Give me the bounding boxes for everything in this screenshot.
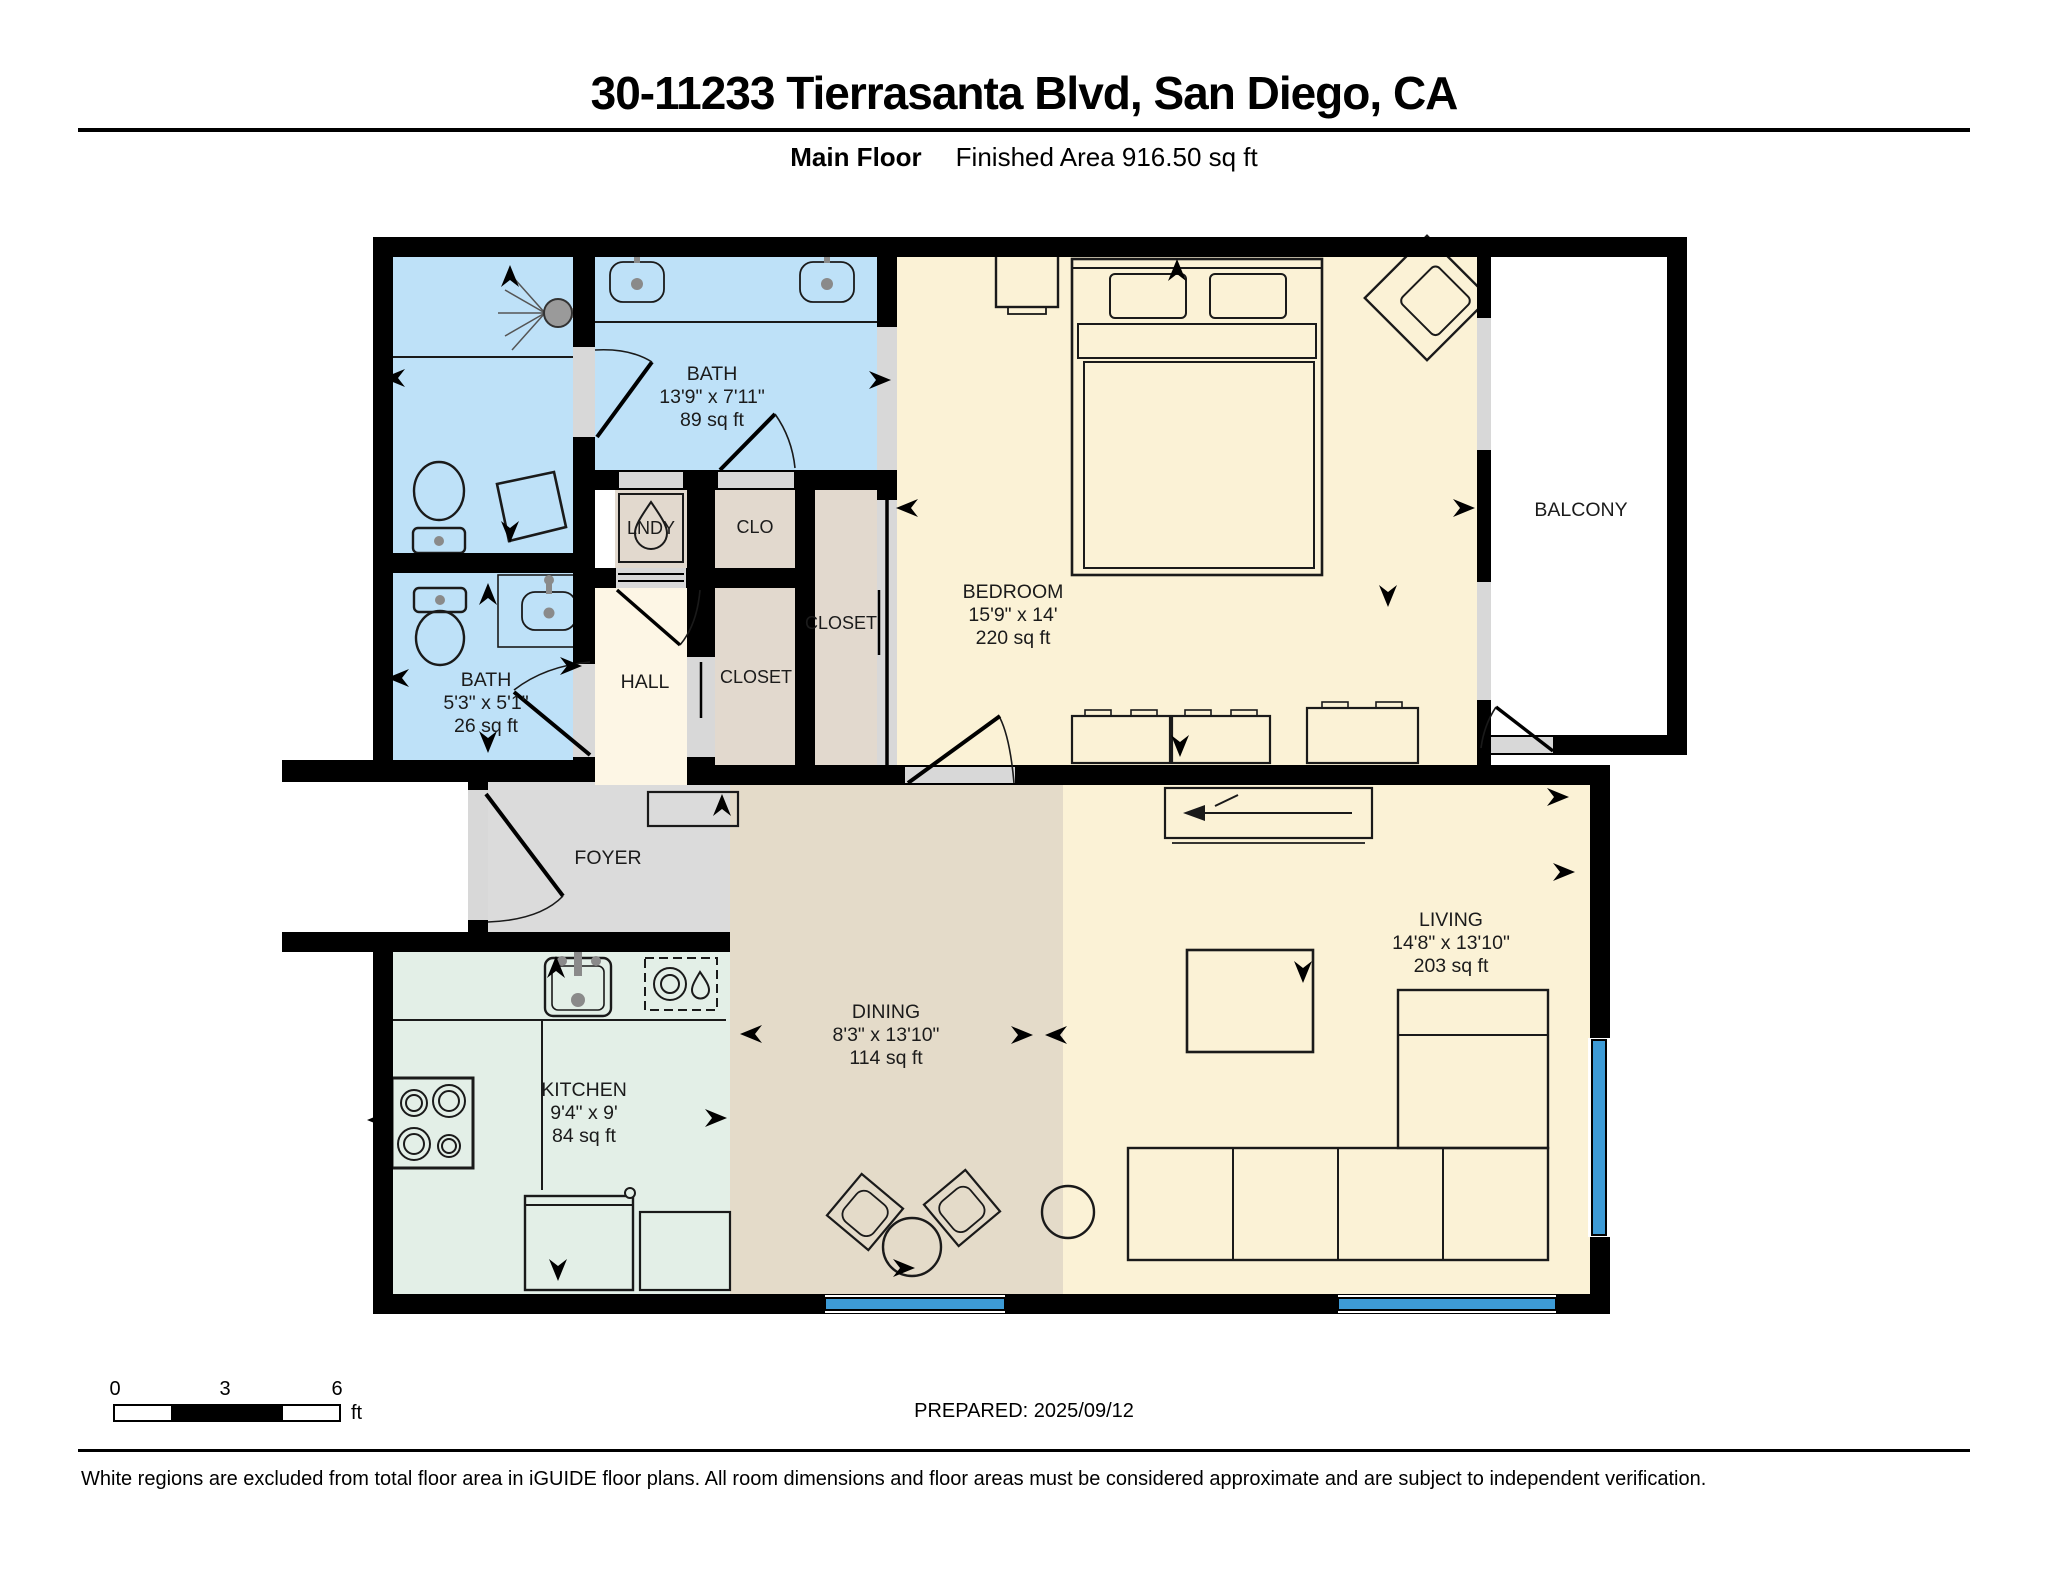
bath-small-door: [512, 661, 592, 757]
shower-pan-icon: [495, 470, 568, 543]
kitchen-cabinet: [638, 1210, 732, 1292]
svg-text:8'3" x 13'10": 8'3" x 13'10": [833, 1024, 940, 1046]
kitchen-counter: [393, 1019, 726, 1190]
label-clo: CLO: [736, 517, 773, 537]
svg-text:89 sq ft: 89 sq ft: [680, 409, 745, 431]
sectional-sofa: [1126, 988, 1550, 1262]
round-chair: [1040, 1184, 1096, 1240]
label-living: LIVING: [1419, 909, 1483, 931]
bed: [1070, 257, 1324, 577]
room-bedroom: [882, 257, 1477, 765]
disclaimer-text: White regions are excluded from total fl…: [81, 1468, 1707, 1490]
floor-name: Main Floor: [790, 142, 922, 172]
svg-text:203 sq ft: 203 sq ft: [1414, 955, 1489, 977]
hall-door: [615, 588, 701, 647]
corner-chair: [1363, 234, 1491, 362]
label-hall: HALL: [621, 671, 670, 693]
scale-3: 3: [219, 1378, 231, 1400]
room-foyer: [488, 782, 730, 934]
room-fills: [393, 257, 1667, 1294]
room-clo: [715, 490, 795, 568]
svg-text:14'8" x 13'10": 14'8" x 13'10": [1392, 932, 1510, 954]
page-title: 30-11233 Tierrasanta Blvd, San Diego, CA: [590, 67, 1459, 119]
svg-text:13'9" x 7'11": 13'9" x 7'11": [659, 386, 765, 408]
room-labels: BATH 13'9" x 7'11" 89 sq ft BATH 5'3" x …: [443, 363, 1627, 1147]
label-bath-main: BATH: [687, 363, 738, 385]
label-laundry: LNDY: [627, 518, 675, 538]
room-living: [1063, 785, 1590, 1294]
stove-icon: [390, 1076, 475, 1170]
dining-chair: [922, 1168, 1002, 1248]
prepared-date: PREPARED: 2025/09/12: [914, 1400, 1134, 1422]
dishwasher-icon: [644, 957, 718, 1011]
clo-door: [718, 412, 796, 472]
room-closet-hall: [715, 588, 795, 765]
footer-rule: [78, 1449, 1970, 1452]
toilet-icon: [412, 586, 468, 667]
laundry-droplet-icon: [633, 500, 669, 550]
scale-6: 6: [331, 1378, 343, 1400]
label-dining: DINING: [852, 1001, 920, 1023]
room-shower-area: [393, 257, 573, 553]
shower-head-icon: [498, 275, 582, 351]
label-closet-bedroom: CLOSET: [805, 613, 877, 633]
room-bath-small: [393, 573, 573, 760]
label-bedroom: BEDROOM: [963, 581, 1064, 603]
room-bath-main: [595, 257, 877, 470]
balcony-door: [1480, 705, 1555, 753]
scale-bar-graphic: [113, 1404, 341, 1422]
bath-main-door: [594, 348, 654, 439]
label-kitchen: KITCHEN: [541, 1079, 627, 1101]
room-hall: [595, 588, 687, 785]
entry-door: [484, 792, 565, 923]
svg-text:9'4" x 9': 9'4" x 9': [550, 1102, 618, 1124]
header-rule: [78, 128, 1970, 132]
coffee-table: [1185, 948, 1315, 1054]
svg-text:220 sq ft: 220 sq ft: [976, 627, 1051, 649]
toilet-icon: [411, 460, 467, 555]
svg-text:114 sq ft: 114 sq ft: [849, 1047, 923, 1069]
scale-bar: 0 3 6 ft: [109, 1378, 413, 1438]
media-console: [1163, 786, 1374, 844]
interior-lines: [393, 321, 877, 358]
label-bath-small: BATH: [461, 669, 512, 691]
dresser: [1070, 701, 1420, 765]
windows: [824, 1038, 1610, 1313]
scale-unit: ft: [351, 1402, 363, 1424]
svg-text:5'3" x 5'1": 5'3" x 5'1": [443, 692, 528, 714]
fridge-icon: [523, 1187, 636, 1292]
dining-shelf: [646, 790, 740, 828]
room-closet-bedroom: [815, 490, 881, 765]
dining-chair: [825, 1172, 905, 1252]
kitchen-sink-icon: [543, 952, 613, 1018]
washer-icon: [618, 493, 684, 563]
floor-subtitle: Main Floor Finished Area 916.50 sq ft: [0, 142, 2048, 173]
round-table: [881, 1216, 943, 1278]
svg-text:26 sq ft: 26 sq ft: [454, 715, 519, 737]
finished-area: Finished Area 916.50 sq ft: [955, 142, 1258, 172]
svg-text:15'9" x 14': 15'9" x 14': [968, 604, 1057, 626]
openings: [468, 318, 1553, 920]
doors: [484, 348, 1555, 923]
label-foyer: FOYER: [574, 847, 641, 869]
room-dining: [730, 785, 1063, 1294]
label-closet-hall: CLOSET: [720, 667, 792, 687]
scale-0: 0: [109, 1378, 121, 1400]
label-balcony: BALCONY: [1534, 499, 1627, 521]
bedroom-door: [906, 714, 1015, 785]
room-balcony: [1491, 257, 1667, 735]
svg-text:84 sq ft: 84 sq ft: [552, 1125, 617, 1147]
